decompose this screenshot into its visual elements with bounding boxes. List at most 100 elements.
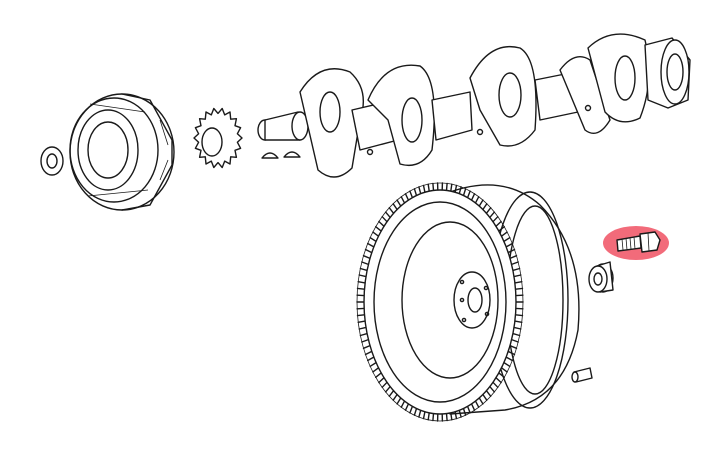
ring-gear-tooth — [485, 207, 492, 215]
ring-gear-tooth — [367, 242, 375, 248]
ring-gear-tooth — [396, 199, 402, 207]
ring-gear-tooth — [482, 393, 488, 401]
ring-gear-tooth — [505, 242, 513, 248]
ring-gear-outline — [356, 182, 524, 422]
ring-gear-tooth — [514, 281, 523, 284]
ring-gear-tooth — [418, 186, 422, 195]
woodruff-keys[interactable] — [261, 151, 301, 159]
ring-gear-tooth — [512, 267, 521, 272]
ring-gear-tooth — [413, 188, 418, 197]
ring-gear-tooth — [388, 390, 395, 397]
ring-gear-tooth — [378, 220, 385, 228]
ring-gear-tooth — [375, 225, 382, 232]
ring-gear-tooth — [418, 409, 422, 418]
ring-gear-tooth — [500, 367, 508, 373]
ring-gear-tooth — [400, 400, 406, 408]
ring-gear-tooth — [514, 320, 523, 323]
ring-gear-tooth — [362, 254, 371, 260]
ring-gear-tooth — [510, 261, 519, 266]
ring-gear-tooth — [500, 231, 508, 237]
ring-gear-tooth — [503, 236, 511, 243]
ring-gear-tooth — [495, 220, 502, 228]
ring-gear-tooth — [478, 199, 484, 207]
ring-gear-tooth — [509, 344, 518, 349]
ring-gear-tooth — [361, 338, 370, 343]
ring-gear-tooth — [404, 193, 410, 201]
ring-gear-tooth — [514, 314, 524, 317]
ring-gear-tooth — [367, 356, 375, 362]
ring-gear-tooth — [492, 381, 499, 388]
ring-gear-tooth — [396, 397, 402, 405]
ring-gear-tooth — [384, 211, 391, 219]
flywheel-bolt[interactable] — [603, 226, 669, 260]
ring-gear-tooth — [375, 372, 382, 378]
ring-gear-tooth — [361, 261, 370, 266]
ring-gear-tooth — [505, 356, 513, 362]
ring-gear-tooth — [507, 350, 516, 356]
ring-gear-tooth — [509, 254, 518, 260]
ring-gear-tooth — [356, 287, 366, 290]
ring-gear-tooth — [489, 211, 496, 219]
ring-gear-tooth — [422, 184, 426, 193]
ring-gear-tooth — [503, 361, 511, 367]
ring-gear-tooth — [369, 236, 377, 243]
ring-gear-tooth — [358, 326, 367, 330]
ring-gear-tooth — [498, 225, 505, 232]
ring-gear-tooth — [482, 203, 488, 211]
ring-gear-tooth — [474, 196, 480, 204]
ring-gear-tooth — [470, 403, 476, 411]
ring-gear-tooth — [413, 407, 418, 416]
ring-gear-tooth — [458, 409, 462, 418]
ring-gear-tooth — [392, 393, 398, 401]
ring-gear-tooth — [427, 412, 430, 421]
flywheel[interactable] — [356, 182, 580, 422]
ring-gear-tooth — [495, 377, 502, 384]
ring-gear-tooth — [510, 338, 519, 343]
ring-gear-tooth — [458, 186, 462, 195]
ring-gear-tooth — [474, 400, 480, 408]
ring-gear-tooth — [409, 405, 414, 414]
ring-gear-tooth — [454, 184, 458, 193]
ring-gear-tooth — [466, 405, 471, 414]
ring-gear-tooth — [512, 332, 521, 337]
dowel-pin[interactable] — [571, 367, 593, 383]
ring-gear-tooth — [432, 412, 435, 422]
ring-gear-tooth — [513, 274, 522, 278]
ring-gear-tooth — [372, 367, 380, 373]
ring-gear-tooth — [356, 314, 366, 317]
crankshaft[interactable] — [257, 33, 691, 178]
ring-gear-tooth — [478, 397, 484, 405]
ring-gear-tooth — [359, 332, 368, 337]
ring-gear-tooth — [384, 385, 391, 393]
ring-gear-tooth — [470, 193, 476, 201]
ring-gear-tooth — [498, 372, 505, 378]
ring-gear-tooth — [362, 344, 371, 349]
timing-gear[interactable] — [193, 107, 243, 169]
ring-gear-tooth — [445, 182, 448, 192]
ring-gear-tooth — [381, 381, 388, 388]
timing-gear-hub — [201, 127, 223, 157]
ring-gear-tooth — [462, 188, 467, 197]
front-seal[interactable] — [40, 146, 64, 176]
ring-gear-tooth — [359, 267, 368, 272]
ring-gear-tooth — [364, 248, 373, 254]
ring-gear-tooth — [378, 377, 385, 384]
ring-gear-tooth — [388, 207, 395, 215]
ring-gear-teeth — [356, 182, 524, 422]
ring-gear-tooth — [364, 350, 373, 356]
ring-gear-tooth — [513, 326, 522, 330]
pilot-bearing[interactable] — [588, 261, 614, 293]
ring-gear-tooth — [432, 182, 435, 192]
ring-gear-tooth — [450, 412, 453, 421]
ring-gear-tooth — [358, 274, 367, 278]
ring-gear-tooth — [489, 385, 496, 393]
ring-gear-tooth — [404, 403, 410, 411]
ring-gear-tooth — [372, 231, 380, 237]
ring-gear-tooth — [454, 411, 458, 420]
crankshaft-pulley[interactable] — [69, 93, 175, 211]
ring-gear-tooth — [485, 390, 492, 397]
ring-gear-tooth — [357, 281, 366, 284]
ring-gear-tooth — [445, 412, 448, 422]
ring-gear-tooth — [514, 287, 524, 290]
